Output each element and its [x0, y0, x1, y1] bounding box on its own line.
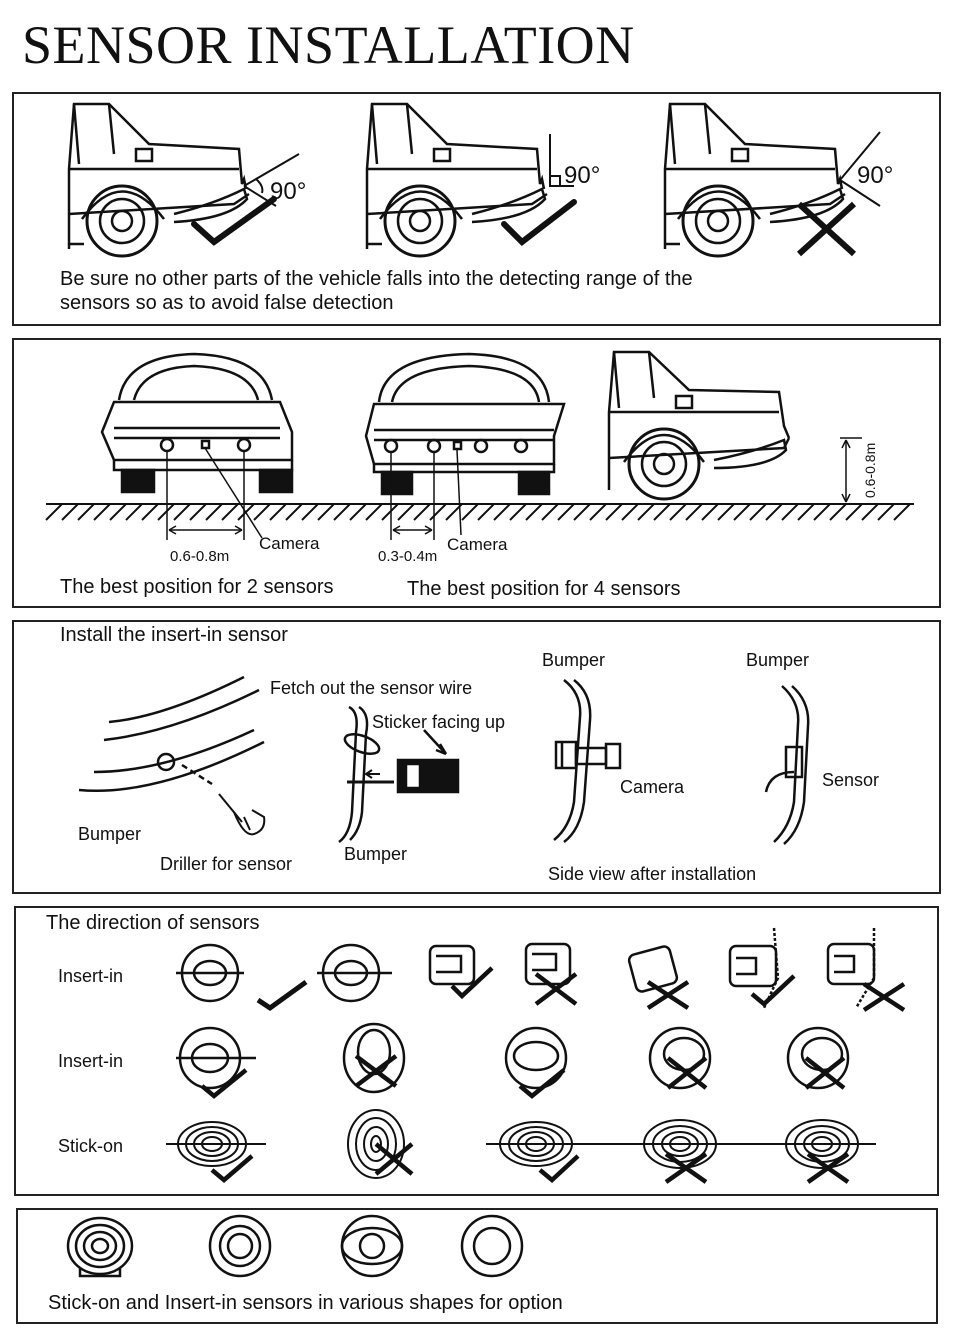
driller-icon: [219, 794, 264, 834]
bumper-label-1: Bumper: [78, 824, 142, 844]
page-title: SENSOR INSTALLATION: [22, 15, 635, 75]
car-rear-view-2-sensors: [102, 354, 292, 492]
camera-side-view: [554, 680, 620, 842]
bumper-label-2: Bumper: [344, 844, 408, 864]
driller-label: Driller for sensor: [160, 854, 293, 874]
ground-line: [46, 504, 914, 520]
insert-sensor-drawing: [339, 707, 458, 842]
caption-2-sensors: The best position for 2 sensors: [60, 576, 334, 598]
height-dim: [840, 438, 862, 504]
insert-in-shape-2: [342, 1216, 402, 1276]
row2-marks: [202, 1056, 844, 1096]
row1-insert-front: [176, 945, 392, 1001]
direction-heading: The direction of sensors: [46, 912, 260, 934]
insert-in-shape-3: [462, 1216, 522, 1276]
angle-label-1: 90°: [270, 178, 307, 205]
row-label-1: Insert-in: [58, 966, 124, 986]
panel-sensor-positions: 0.6-0.8m Camera 0.3-0.4m Camera 0.6-0.8m…: [12, 338, 941, 608]
camera-label-1: Camera: [259, 534, 320, 553]
panel-sensor-direction: The direction of sensors Insert-in Inser…: [14, 906, 939, 1196]
insert-in-diagrams: [14, 622, 943, 896]
sticker-label: Sticker facing up: [372, 712, 506, 732]
car-rear-view-4-sensors: [366, 354, 564, 494]
direction-diagrams: [16, 908, 941, 1198]
height-label: 0.6-0.8m: [862, 442, 878, 498]
bumper-curves: [79, 677, 264, 791]
row1-check: [258, 982, 306, 1008]
row3-stickon: [166, 1110, 876, 1178]
car-rear-side-2: [367, 104, 547, 256]
sensor-label-side: Sensor: [822, 770, 880, 790]
dim-lines-4: [391, 450, 461, 540]
sensor-dot: [238, 439, 250, 451]
car-rear-diagrams: [14, 340, 943, 610]
panel-sensor-shapes: Stick-on and Insert-in sensors in variou…: [16, 1208, 938, 1324]
caption-4-sensors: The best position for 4 sensors: [407, 578, 681, 600]
camera-label-side: Camera: [620, 777, 685, 797]
row3-marks: [212, 1144, 848, 1182]
panel1-caption-line2: sensors so as to avoid false detection: [60, 292, 394, 314]
distance-label-4-sensors: 0.3-0.4m: [378, 548, 438, 565]
panel1-caption-line1: Be sure no other parts of the vehicle fa…: [60, 268, 693, 290]
sensor-dot: [161, 439, 173, 451]
car-rear-side-1: [69, 104, 249, 256]
car-side-diagrams: [14, 94, 943, 328]
car-side-height: [609, 352, 789, 499]
panel-detection-range: 90° 90° 90° Be sure no other parts of th…: [12, 92, 941, 326]
panel-insert-in-install: Install the insert-in sensor Fetch out t…: [12, 620, 941, 894]
angle-guide-2: [550, 134, 574, 186]
camera-label-2: Camera: [447, 535, 508, 554]
sensor-side-view: [766, 686, 808, 844]
dim-lines-2: [167, 448, 262, 540]
row1-side-sensors: [430, 928, 874, 1008]
angle-label-3: 90°: [857, 162, 894, 189]
angle-guide-3: [840, 132, 880, 206]
sensor-shapes: [18, 1210, 940, 1326]
check-mark-1: [194, 199, 274, 242]
row1-marks: [452, 968, 904, 1010]
car-rear-side-3: [665, 104, 845, 256]
shapes-caption: Stick-on and Insert-in sensors in variou…: [48, 1292, 563, 1314]
angle-label-2: 90°: [564, 162, 601, 189]
check-mark-2: [504, 202, 574, 242]
stick-on-shape: [68, 1218, 132, 1276]
bumper-label-3: Bumper: [542, 650, 606, 670]
insert-in-shape-1: [210, 1216, 270, 1276]
install-heading: Install the insert-in sensor: [60, 624, 288, 646]
row-label-3: Stick-on: [58, 1136, 124, 1156]
cross-mark-3: [799, 204, 854, 254]
side-view-caption: Side view after installation: [548, 864, 757, 884]
row-label-2: Insert-in: [58, 1051, 124, 1071]
row2-insert-angles: [176, 1024, 848, 1092]
bumper-label-4: Bumper: [746, 650, 810, 670]
distance-label-2-sensors: 0.6-0.8m: [170, 548, 230, 565]
fetch-wire-label: Fetch out the sensor wire: [270, 678, 473, 698]
